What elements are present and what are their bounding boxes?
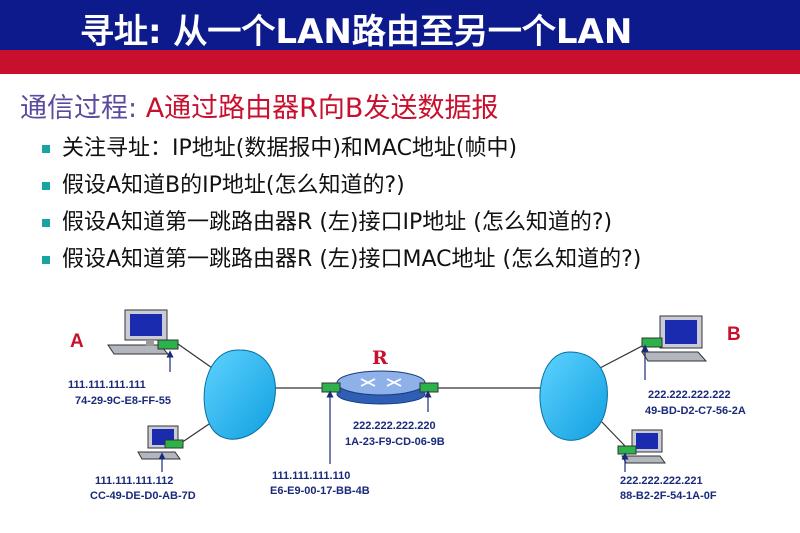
router-right-mac: 1A-23-F9-CD-06-9B [345,436,445,448]
host-b-mac: 49-BD-D2-C7-56-2A [645,405,746,417]
host-b2-mac: 88-B2-2F-54-1A-0F [620,490,717,502]
lan-left-cloud [203,349,276,440]
router-left-mac: E6-E9-00-17-BB-4B [270,485,370,497]
bullet-item: 关注寻址：IP地址(数据报中)和MAC地址(帧中) [42,130,641,167]
bullet-text: 假设A知道B的IP地址(怎么知道的?) [62,173,405,198]
lan-right-cloud [539,351,608,441]
host-a-letter: A [70,331,84,352]
bullet-square-icon [42,182,50,190]
header-stripe [0,50,800,74]
host-a2-nic-icon [164,439,184,449]
bullet-text: 假设A知道第一跳路由器R (左)接口IP地址 (怎么知道的?) [62,210,613,235]
section-heading-highlight: A通过路由器R向B发送数据报 [145,93,499,124]
bullet-square-icon [42,256,50,264]
router-right-nic-icon [419,382,439,393]
router-left-nic-icon [321,382,341,393]
bullet-square-icon [42,219,50,227]
host-b-computer-icon [641,315,708,362]
slide-title: 寻址: 从一个LAN路由至另一个LAN [80,12,633,52]
host-a-ip: 111.111.111.111 [68,379,146,391]
bullet-text: 假设A知道第一跳路由器R (左)接口MAC地址 (怎么知道的?) [62,247,642,272]
bullet-text: 关注寻址：IP地址(数据报中)和MAC地址(帧中) [62,136,518,161]
section-heading-prefix: 通信过程: [20,93,146,124]
host-b2-ip: 222.222.222.221 [620,475,703,487]
network-links [177,343,643,447]
bullet-item: 假设A知道第一跳路由器R (左)接口MAC地址 (怎么知道的?) [42,241,641,278]
host-a2-mac: CC-49-DE-D0-AB-7D [90,490,196,502]
host-a-computer-icon [107,309,170,355]
host-b-nic-icon [641,337,663,348]
router-right-ip: 222.222.222.220 [353,420,436,432]
network-diagram: A 111.111.111.111 74-29-9C-E8-FF-55 111.… [68,309,746,502]
router-letter: R [372,347,388,369]
router-left-ip: 111.111.111.110 [272,470,350,482]
host-b-letter: B [727,324,741,345]
bullet-item: 假设A知道第一跳路由器R (左)接口IP地址 (怎么知道的?) [42,204,641,241]
host-a-mac: 74-29-9C-E8-FF-55 [75,395,171,407]
host-b2-computer-icon [621,429,666,464]
host-a-nic-icon [157,339,179,350]
section-heading: 通信过程: A通过路由器R向B发送数据报 [20,86,498,125]
header-bar: 寻址: 从一个LAN路由至另一个LAN [0,0,800,52]
router-icon [336,370,426,405]
host-b2-nic-icon [617,445,637,455]
host-a2-ip: 111.111.111.112 [95,475,173,487]
bullet-item: 假设A知道B的IP地址(怎么知道的?) [42,167,641,204]
host-b-ip: 222.222.222.222 [648,389,731,401]
bullet-square-icon [42,145,50,153]
bullet-list: 关注寻址：IP地址(数据报中)和MAC地址(帧中) 假设A知道B的IP地址(怎么… [42,130,641,278]
